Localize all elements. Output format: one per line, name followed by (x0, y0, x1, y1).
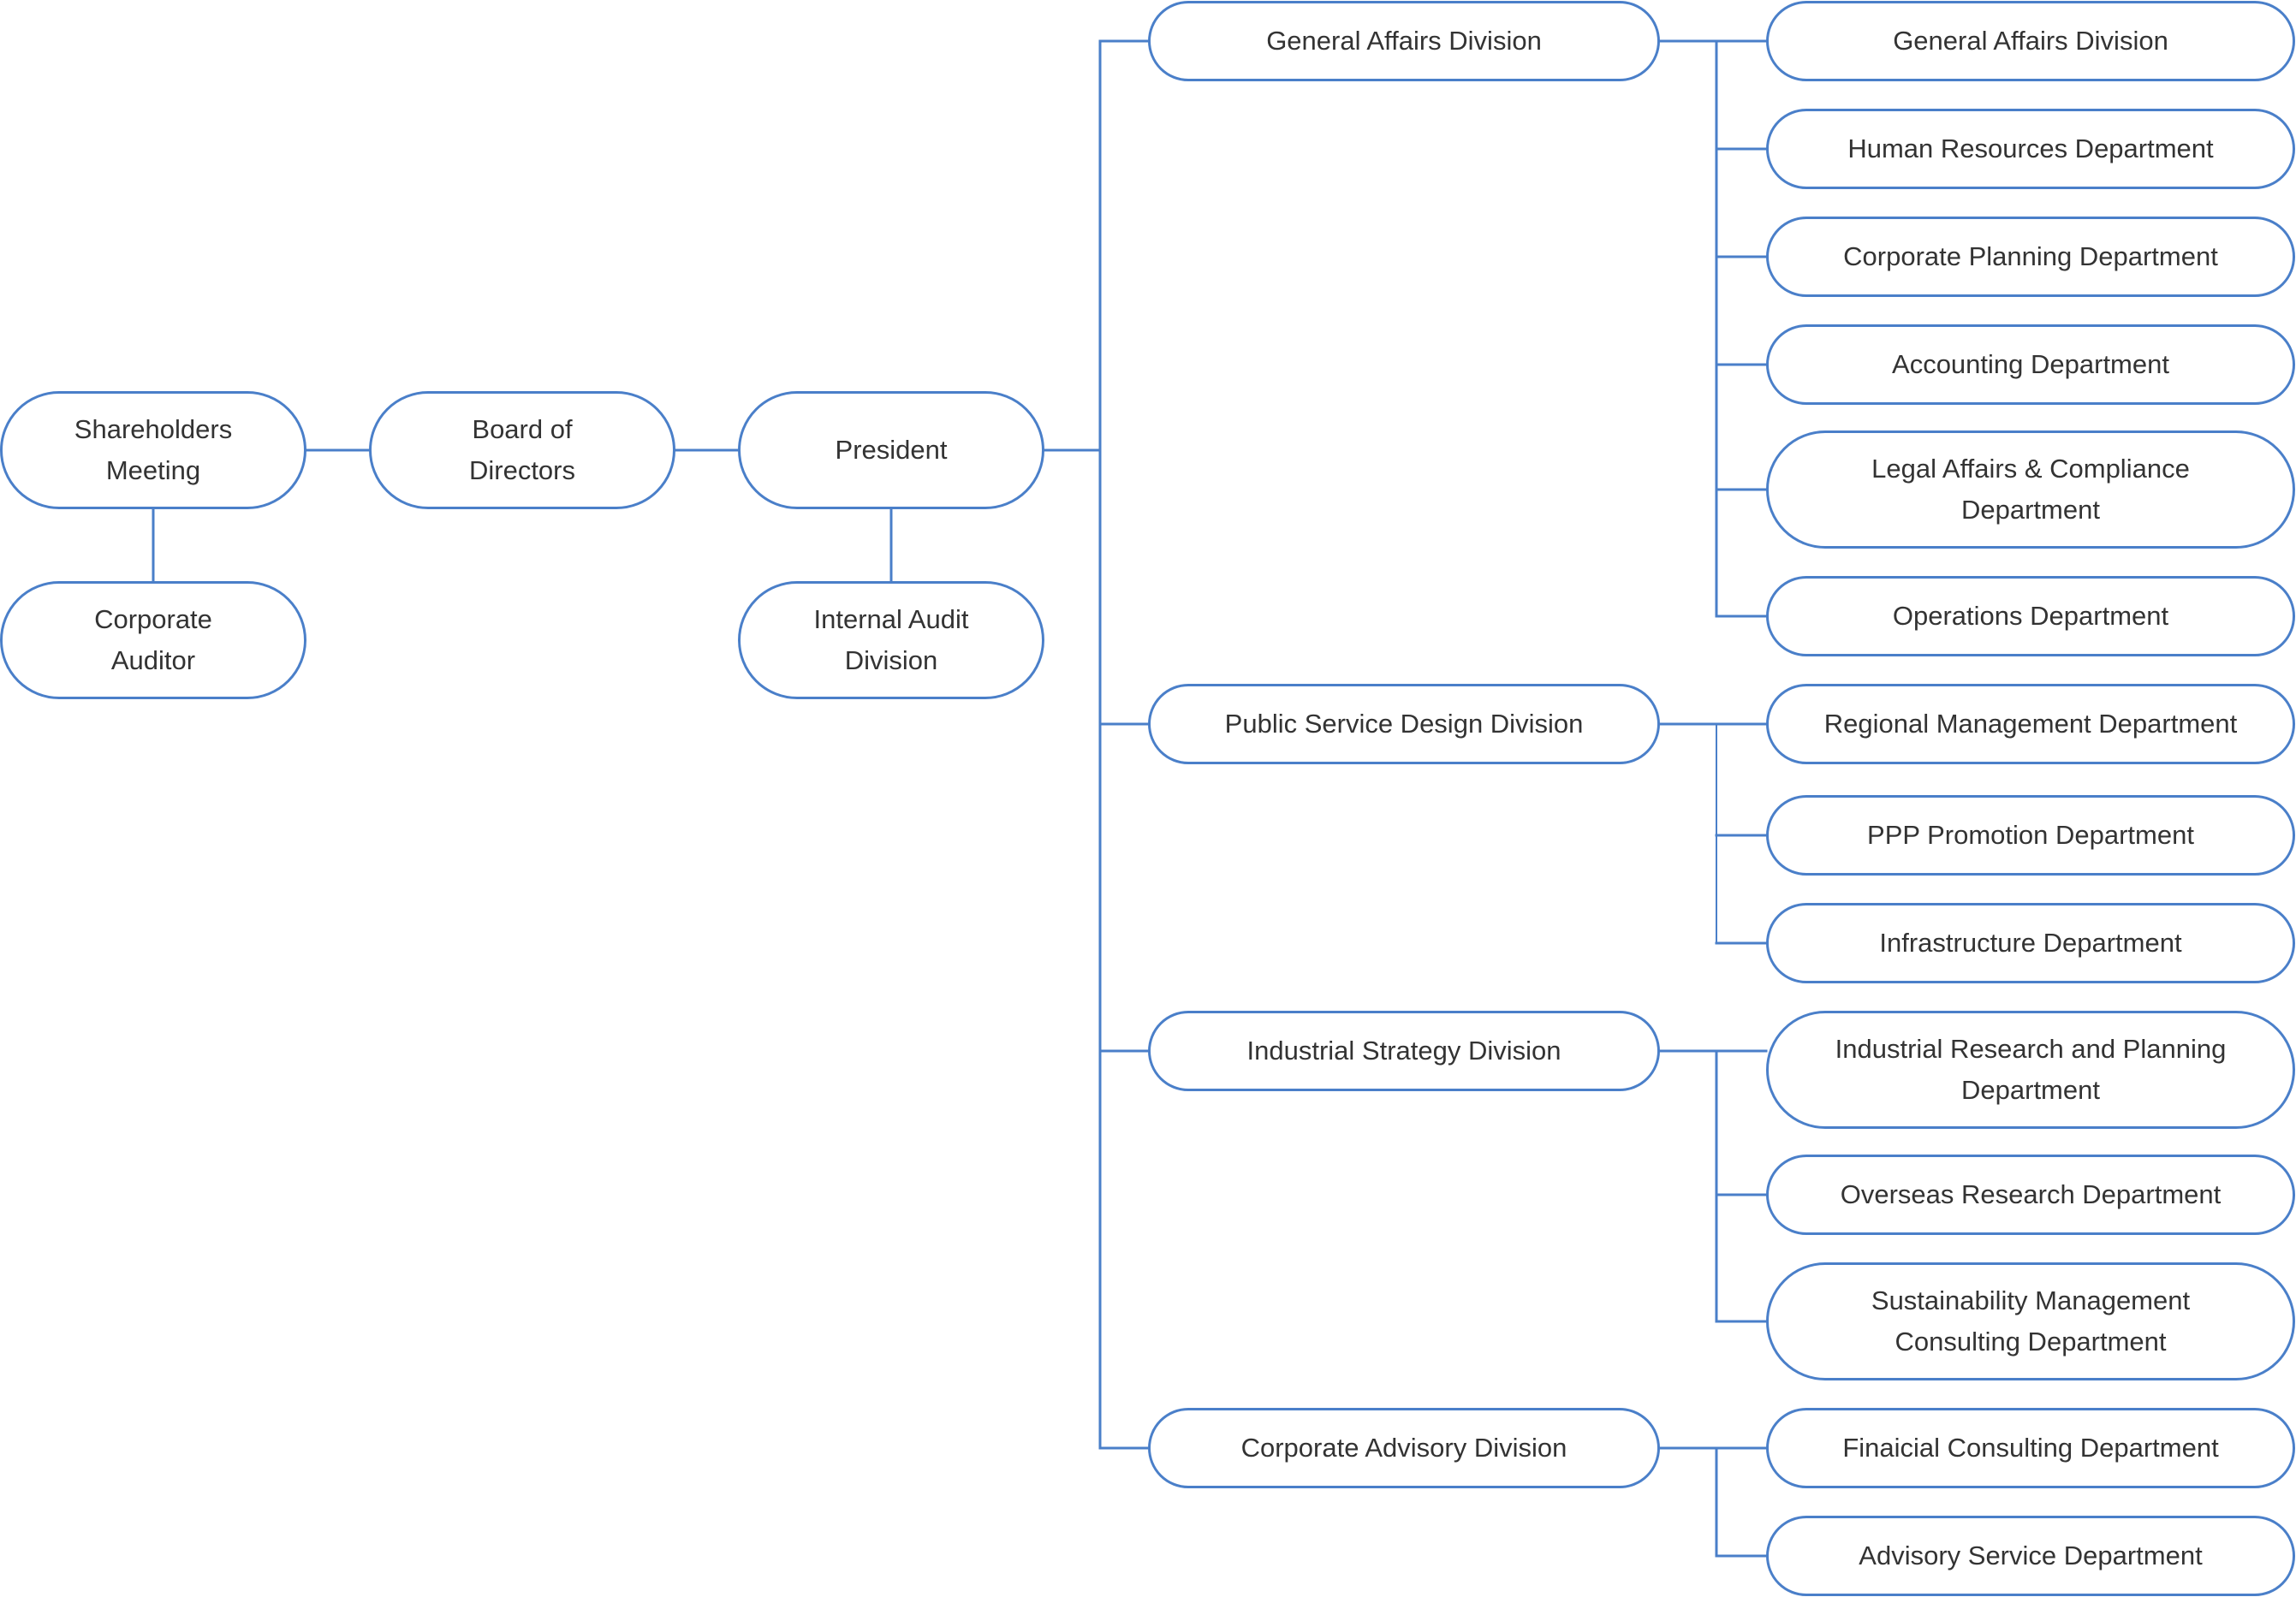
department-label: Infrastructure Department (1879, 928, 2182, 958)
internal-audit-division-box: Internal Audit Division (738, 581, 1044, 699)
box-label-line: Directors (468, 455, 575, 485)
division-label: Corporate Advisory Division (1240, 1433, 1567, 1463)
department-box: Human Resources Department (1766, 109, 2295, 189)
division-box-public-service-design: Public Service Design Division (1148, 684, 1660, 764)
box-label-line: Auditor (110, 645, 196, 675)
department-box: Regional Management Department (1766, 684, 2295, 764)
box-label-line: President (835, 435, 948, 465)
department-label: PPP Promotion Department (1867, 820, 2194, 850)
box-label-line: Shareholders (74, 414, 233, 444)
box-label-line: Internal Audit (813, 604, 969, 634)
department-label: Overseas Research Department (1840, 1179, 2222, 1209)
department-label-line: Consulting Department (1894, 1327, 2167, 1357)
department-box: Operations Department (1766, 576, 2295, 656)
department-label: Regional Management Department (1823, 709, 2238, 739)
department-box: Legal Affairs & Compliance Department (1766, 430, 2295, 549)
department-label: General Affairs Division (1893, 26, 2168, 56)
department-label: Operations Department (1892, 601, 2169, 631)
department-label: Finaicial Consulting Department (1842, 1433, 2219, 1463)
box-label-line: Division (844, 645, 938, 675)
department-label: Accounting Department (1892, 349, 2169, 379)
shareholders-meeting-box: Shareholders Meeting (0, 391, 306, 509)
box-label-line: Board of (472, 414, 573, 444)
department-label-line: Sustainability Management (1871, 1285, 2191, 1315)
department-label-line: Legal Affairs & Compliance (1871, 454, 2190, 484)
department-label: Corporate Planning Department (1843, 241, 2218, 271)
department-label-line: Department (1961, 495, 2100, 525)
department-box: Industrial Research and Planning Departm… (1766, 1011, 2295, 1129)
division-box-industrial-strategy: Industrial Strategy Division (1148, 1011, 1660, 1091)
division-box-general-affairs: General Affairs Division (1148, 1, 1660, 81)
president-box: President (738, 391, 1044, 509)
department-label: Human Resources Department (1847, 134, 2214, 163)
box-label-line: Corporate (94, 604, 212, 634)
division-box-corporate-advisory: Corporate Advisory Division (1148, 1408, 1660, 1488)
division-label: Public Service Design Division (1224, 709, 1584, 739)
department-box: PPP Promotion Department (1766, 795, 2295, 876)
department-box: Overseas Research Department (1766, 1155, 2295, 1235)
division-label: Industrial Strategy Division (1246, 1036, 1561, 1066)
corporate-auditor-box: Corporate Auditor (0, 581, 306, 699)
department-box: Sustainability Management Consulting Dep… (1766, 1262, 2295, 1380)
department-box: General Affairs Division (1766, 1, 2295, 81)
department-label: Advisory Service Department (1859, 1541, 2203, 1570)
department-box: Infrastructure Department (1766, 903, 2295, 983)
department-box: Finaicial Consulting Department (1766, 1408, 2295, 1488)
department-label-line: Industrial Research and Planning (1835, 1034, 2227, 1064)
department-label-line: Department (1961, 1075, 2100, 1105)
division-label: General Affairs Division (1266, 26, 1542, 56)
department-box: Accounting Department (1766, 324, 2295, 405)
board-of-directors-box: Board of Directors (369, 391, 675, 509)
department-box: Corporate Planning Department (1766, 217, 2295, 297)
box-label-line: Meeting (105, 455, 201, 485)
department-box: Advisory Service Department (1766, 1516, 2295, 1596)
